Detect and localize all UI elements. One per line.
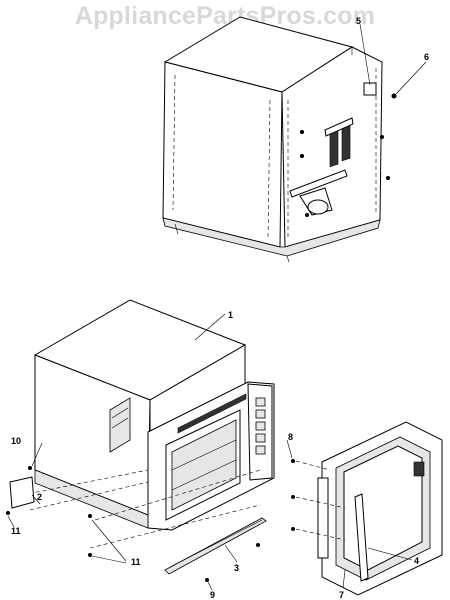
callout-2: 2 [37,492,42,502]
callout-11-left: 11 [11,526,21,536]
callout-6: 6 [424,52,429,62]
oven-front-assembly [6,299,443,596]
callout-4: 4 [414,556,419,566]
watermark: AppliancePartsPros.com [74,2,376,30]
callout-8: 8 [288,432,293,442]
callout-3: 3 [234,563,239,573]
oven-rear-assembly [162,16,427,263]
callout-9: 9 [210,590,215,600]
callout-5: 5 [356,16,361,26]
callout-11-bottom: 11 [131,557,141,567]
callout-10: 10 [11,436,21,446]
callout-1: 1 [228,310,233,320]
callout-7: 7 [339,590,344,600]
